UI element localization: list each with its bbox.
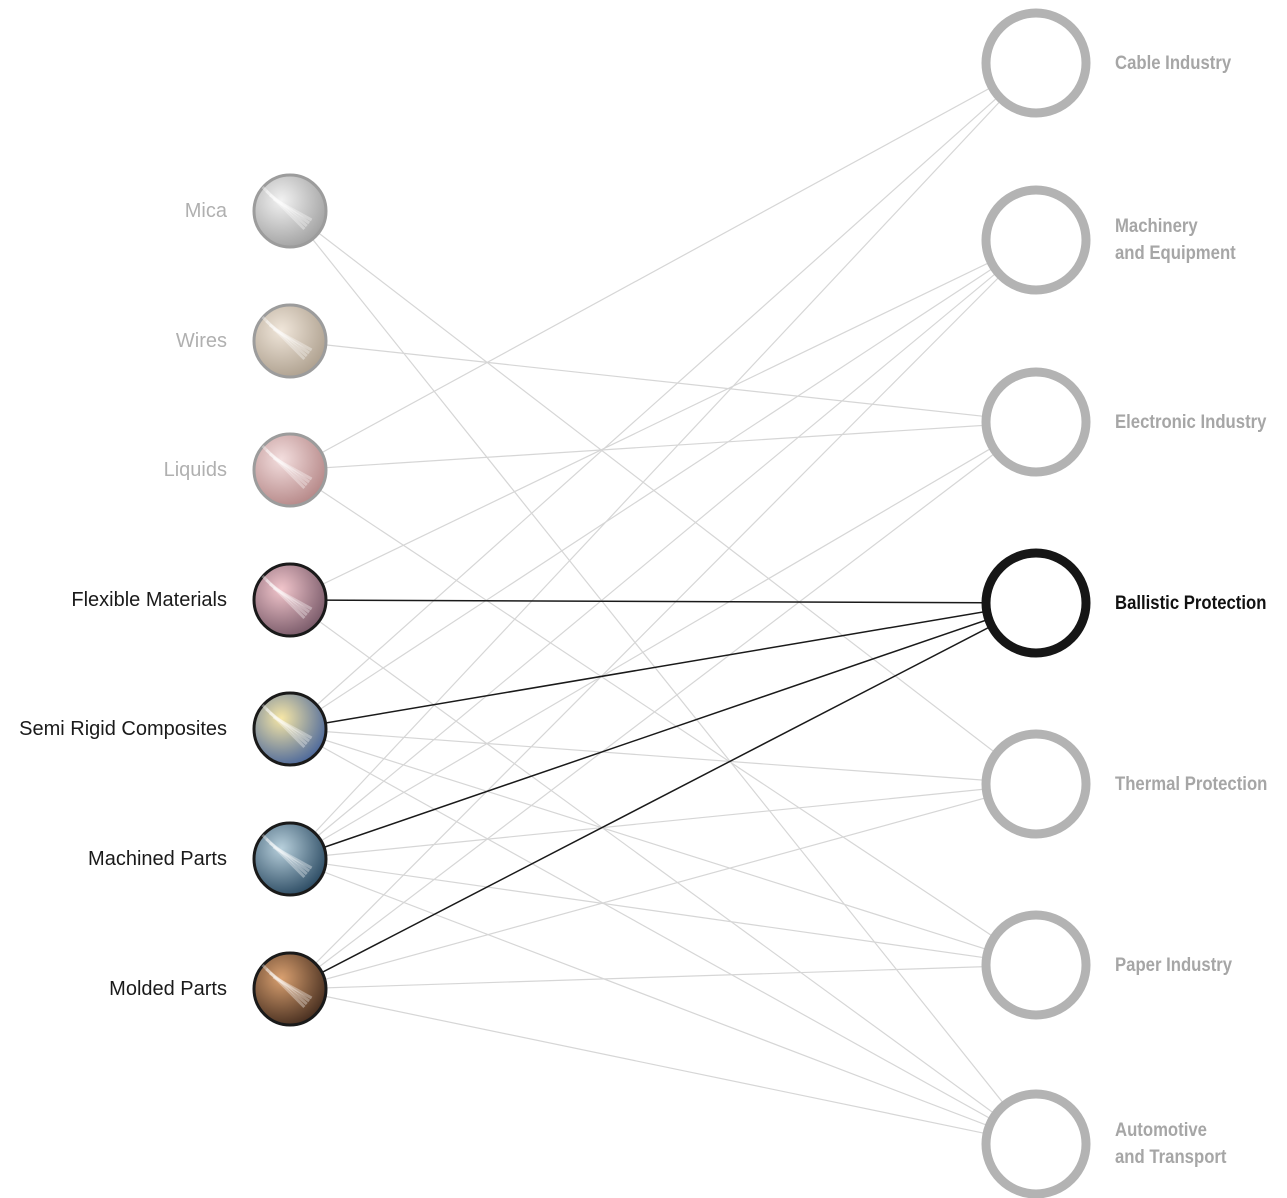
- industry-ring-cable[interactable]: [981, 8, 1091, 118]
- connection-line-molded-thermal: [289, 783, 1037, 990]
- wires-photo-icon[interactable]: [252, 303, 328, 379]
- industry-label-cable[interactable]: Cable Industry: [1115, 50, 1231, 77]
- connection-line-semi-rigid-ballistic: [289, 602, 1037, 730]
- industry-label-ballistic[interactable]: Ballistic Protection: [1115, 590, 1266, 617]
- material-label-wires[interactable]: Wires: [175, 330, 227, 352]
- connection-line-semi-rigid-automotive: [289, 728, 1037, 1145]
- connection-line-flexible-ballistic: [289, 599, 1037, 604]
- industry-label-thermal[interactable]: Thermal Protection: [1115, 771, 1267, 798]
- liquids-photo-icon[interactable]: [252, 432, 328, 508]
- mica-photo-icon[interactable]: [252, 173, 328, 249]
- connection-line-molded-automotive: [289, 988, 1037, 1145]
- industry-label-automotive[interactable]: Automotive and Transport: [1115, 1117, 1226, 1171]
- material-label-machined[interactable]: Machined Parts: [88, 848, 227, 870]
- industry-ring-thermal[interactable]: [981, 729, 1091, 839]
- industry-ring-ballistic[interactable]: [981, 548, 1091, 658]
- industry-label-paper[interactable]: Paper Industry: [1115, 952, 1232, 979]
- industry-label-line: Thermal Protection: [1115, 773, 1268, 795]
- connection-line-semi-rigid-cable: [289, 62, 1037, 730]
- connection-line-wires-electronic: [289, 340, 1037, 423]
- connection-line-molded-electronic: [289, 421, 1037, 990]
- connection-line-flexible-automotive: [289, 599, 1037, 1145]
- industry-label-line: Paper Industry: [1115, 954, 1233, 976]
- connection-line-machined-ballistic: [289, 602, 1037, 860]
- material-label-molded[interactable]: Molded Parts: [109, 978, 227, 1000]
- industry-ring-automotive[interactable]: [981, 1089, 1091, 1198]
- industry-label-line: Automotive: [1115, 1120, 1207, 1141]
- connection-line-semi-rigid-thermal: [289, 728, 1037, 785]
- industry-label-electronic[interactable]: Electronic Industry: [1115, 409, 1266, 436]
- molded-parts-photo-icon[interactable]: [252, 951, 328, 1027]
- industry-ring-machinery[interactable]: [981, 185, 1091, 295]
- connection-line-machined-machinery: [289, 239, 1037, 860]
- connection-line-mica-automotive: [289, 210, 1037, 1145]
- connection-line-machined-cable: [289, 62, 1037, 860]
- industry-label-line: Ballistic Protection: [1115, 592, 1267, 614]
- industry-label-line: Cable Industry: [1115, 52, 1232, 74]
- connection-line-semi-rigid-machinery: [289, 239, 1037, 730]
- industry-ring-paper[interactable]: [981, 910, 1091, 1020]
- material-label-mica[interactable]: Mica: [184, 200, 227, 222]
- industry-ring-electronic[interactable]: [981, 367, 1091, 477]
- industry-label-line: and Transport: [1115, 1147, 1227, 1168]
- connection-line-molded-machinery: [289, 239, 1037, 990]
- industry-label-line: Electronic Industry: [1115, 411, 1267, 433]
- material-label-flexible[interactable]: Flexible Materials: [71, 589, 227, 611]
- connection-line-mica-thermal: [289, 210, 1037, 785]
- connection-line-flexible-machinery: [289, 239, 1037, 601]
- connection-line-molded-paper: [289, 964, 1037, 990]
- semi-rigid-composites-photo-icon[interactable]: [252, 691, 328, 767]
- connection-line-semi-rigid-paper: [289, 728, 1037, 966]
- connection-line-molded-ballistic: [289, 602, 1037, 990]
- material-label-semi-rigid[interactable]: Semi Rigid Composites: [19, 718, 227, 740]
- connection-line-liquids-cable: [289, 62, 1037, 471]
- industry-label-line: Machinery: [1115, 216, 1198, 237]
- connection-line-machined-electronic: [289, 421, 1037, 860]
- connection-line-machined-paper: [289, 858, 1037, 966]
- connection-line-liquids-paper: [289, 469, 1037, 966]
- connection-line-machined-thermal: [289, 783, 1037, 860]
- material-label-liquids[interactable]: Liquids: [163, 459, 227, 481]
- industry-label-line: and Equipment: [1115, 243, 1236, 264]
- connection-line-machined-automotive: [289, 858, 1037, 1145]
- machined-parts-photo-icon[interactable]: [252, 821, 328, 897]
- connection-line-liquids-electronic: [289, 421, 1037, 471]
- industry-label-machinery[interactable]: Machinery and Equipment: [1115, 213, 1236, 267]
- flexible-materials-photo-icon[interactable]: [252, 562, 328, 638]
